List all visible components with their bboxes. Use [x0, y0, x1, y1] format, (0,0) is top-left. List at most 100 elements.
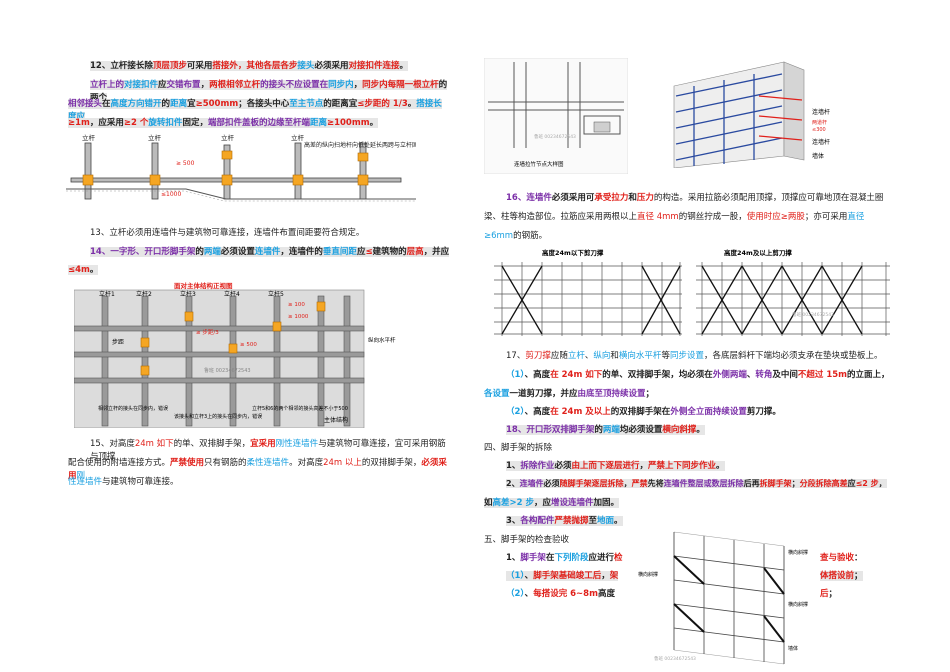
- text-span: 横向斜撑: [662, 425, 697, 435]
- text-span: 层高: [406, 247, 424, 257]
- text-span: ，连墙件的: [280, 247, 323, 257]
- text-span: 的距离宜: [323, 99, 358, 109]
- text-span: 与建筑物可靠连接。: [102, 477, 179, 487]
- text-span: 各设置: [484, 389, 510, 399]
- para-5-1: 1、脚手架在下列阶段应进行检: [506, 552, 656, 565]
- callout-label: 横向斜撑: [788, 549, 808, 556]
- text-span: 严禁抛掷: [554, 516, 589, 526]
- text-span: 不超过 15m: [797, 370, 848, 380]
- text-span: 两根相邻立杆: [209, 80, 261, 90]
- text-span: ≤步距的 1/3: [357, 99, 408, 109]
- text-span: 承受拉力: [594, 193, 629, 203]
- text-span: 增设连墙件: [551, 498, 594, 508]
- text-span: ，: [639, 461, 648, 471]
- text-span: 端部扣件盖板的边缘至杆端: [207, 118, 310, 128]
- watermark: 鲁班 00234672543: [654, 655, 696, 662]
- para-5-3: （2）、每搭设完 6~8m高度: [506, 588, 656, 601]
- text-span: 1、: [506, 461, 521, 471]
- note-text: 立杆5和6的两个相邻的接头高差不小于500: [252, 405, 348, 412]
- figure-title: 高度24m以下剪刀撑: [542, 248, 604, 257]
- text-span: 后再: [743, 479, 760, 488]
- text-span: 1、: [506, 553, 521, 563]
- text-span: 和: [610, 351, 619, 361]
- text-span: 下列阶段: [554, 553, 589, 563]
- side-label: 纵向水平杆: [368, 336, 396, 344]
- text-span: 严禁: [631, 479, 648, 488]
- text-span: 高度: [597, 589, 615, 599]
- para-12: 12、立杆接长除顶层顶步可采用搭接外，其他各层各步接头必须采用对接扣件连接。: [90, 60, 450, 73]
- text-span: 。: [89, 265, 99, 275]
- text-span: 刚: [76, 471, 86, 482]
- text-span: 连墙件: [254, 247, 281, 257]
- text-span: 、高度: [524, 370, 551, 380]
- text-span: 必须: [543, 479, 560, 488]
- text-span: 交错布置: [166, 80, 201, 90]
- text-span: 应随: [550, 351, 568, 361]
- text-span: ，其他各层各步: [237, 61, 298, 71]
- text-span: ；: [645, 389, 655, 399]
- text-span: 应: [158, 80, 167, 90]
- text-span: ，各底层斜杆下端均必须支承在垫块或垫板上。: [703, 351, 883, 361]
- text-span: 至主节点: [289, 99, 324, 109]
- text-span: 外侧两端: [712, 370, 747, 380]
- watermark: 鲁班 00234672543: [204, 367, 251, 374]
- text-span: ，应: [534, 498, 552, 508]
- text-span: ，: [601, 571, 610, 581]
- text-span: 横向水平杆: [618, 351, 662, 361]
- text-span: ：: [854, 553, 863, 563]
- dim-label: ≥ 500: [176, 160, 195, 167]
- text-span: 只有钢筋的: [204, 458, 247, 468]
- pole-label: 立杆: [291, 133, 305, 142]
- text-span: 可采用: [186, 61, 213, 71]
- text-span: 的双排脚手架在: [610, 407, 671, 417]
- figure-pole-joint-front-view: 面对主体结构正视图 立杆1 立杆2 立杆3 立杆4 立杆5 ≥ 100 ≥ 10: [74, 282, 396, 428]
- text-span: 立杆上的: [90, 80, 125, 90]
- text-span: 。: [369, 118, 379, 128]
- watermark: 鲁班 00234672543: [792, 311, 834, 318]
- dim-label: ≥ 500: [240, 342, 257, 348]
- para-13: 13、立杆必须用连墙件与建筑物可靠连接，连墙件布置间距要符合规定。: [90, 228, 365, 238]
- text-span: 。: [407, 99, 417, 109]
- text-span: 的单、双排脚手架，: [173, 439, 251, 449]
- pole-label: 立杆5: [268, 290, 284, 298]
- text-span: 直径: [847, 212, 865, 222]
- text-span: 加固。: [593, 498, 620, 508]
- dim-label: ≥ 步距/3: [196, 329, 219, 336]
- text-span: 应进行: [588, 553, 614, 563]
- text-span: 脚手架: [520, 553, 546, 563]
- text-span: ≤: [365, 247, 373, 257]
- text-span: 一道剪刀撑，并应: [509, 389, 578, 399]
- fig-note: 高差的纵向扫地杆向低处延长两跨与立杆固定: [304, 141, 416, 149]
- text-span: 两端: [602, 425, 620, 435]
- text-span: 在: [545, 553, 555, 563]
- text-span: 垂直间距: [322, 247, 357, 257]
- para-12-line4: ≥1m，应采用≥2 个旋转扣件固定，端部扣件盖板的边缘至杆端距离≥100mm。: [68, 117, 448, 130]
- text-span: 距离: [170, 99, 188, 109]
- text-span: 使用时应≥两股: [746, 212, 805, 222]
- text-span: 由底至顶持续设置: [577, 389, 646, 399]
- dim-label: ≥ 100: [288, 302, 305, 308]
- text-span: ≥500mm: [195, 99, 239, 109]
- text-span: ，: [878, 479, 887, 488]
- text-span: 检: [613, 553, 623, 563]
- text-span: 与建筑物可靠连接，宜可采用钢筋与顶撑: [90, 439, 446, 463]
- note-text: 该接头和立杆3上的接头在同步内，错误: [174, 413, 262, 420]
- text-span: 的: [161, 99, 171, 109]
- text-span: 18、开口形双排脚手架: [506, 425, 595, 435]
- text-span: 压力: [636, 193, 654, 203]
- text-span: 宜: [187, 99, 196, 109]
- watermark: 鲁班 00234672543: [534, 133, 576, 140]
- figure-pole-joints: 立杆 立杆 立杆 立杆 ≥ 500 ≤1000 高差的纵向扫地杆向低处延长两跨与…: [66, 133, 416, 202]
- text-span: ；亦可采用: [804, 212, 848, 222]
- text-span: （1）: [506, 370, 525, 380]
- text-span: 连墙件: [519, 479, 544, 488]
- text-span: 固定，: [182, 118, 208, 128]
- text-span: 每搭设完 6~8m: [533, 589, 598, 599]
- para-16: 16、连墙件必须采用可承受拉力和压力的构造。采用拉筋必须配用顶撑，顶撑应可靠地顶…: [506, 192, 896, 205]
- para-4-3: 3、各构配件严禁抛掷至地面。: [506, 515, 806, 528]
- para-15-line3: 性连墙件与建筑物可靠连接。: [68, 476, 448, 489]
- text-span: 相邻接头: [68, 99, 103, 109]
- text-span: （2）: [506, 407, 525, 417]
- text-span: 搭接长度应: [68, 99, 442, 122]
- figure-connector-3d: 连墙杆 两道杆 ≤300 连墙杆 墙体: [673, 61, 830, 168]
